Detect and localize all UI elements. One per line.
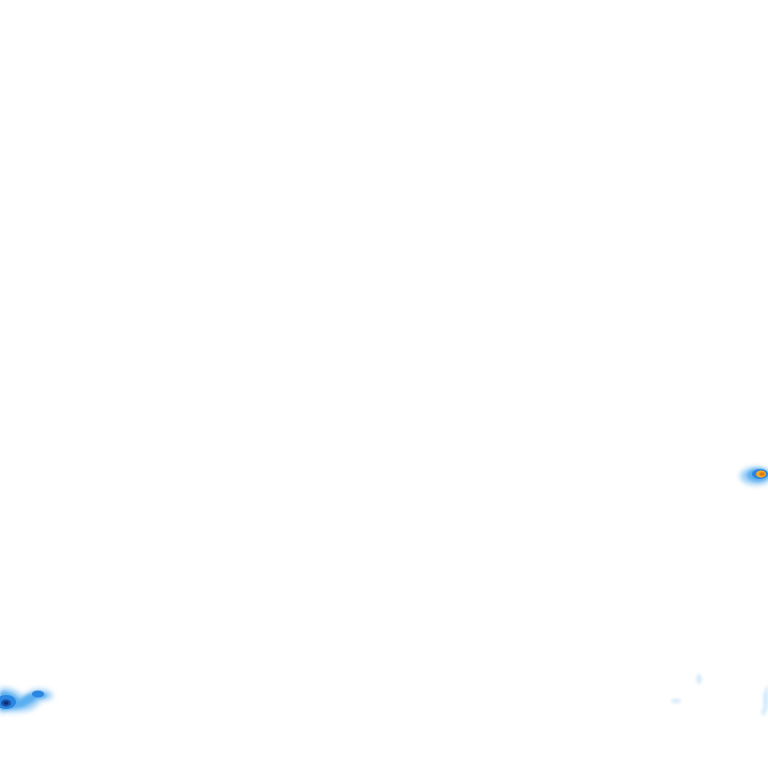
southwest-cell-secondary (32, 690, 44, 698)
southeast-fragments (671, 674, 768, 716)
southwest-cell-core-outline (3, 701, 9, 705)
fragment-1 (696, 674, 702, 684)
fragment-2 (671, 699, 681, 703)
east-cell-heavy-core (759, 472, 765, 476)
east-cell (740, 467, 768, 485)
southwest-cell (0, 687, 53, 714)
fragment-3 (761, 684, 768, 716)
